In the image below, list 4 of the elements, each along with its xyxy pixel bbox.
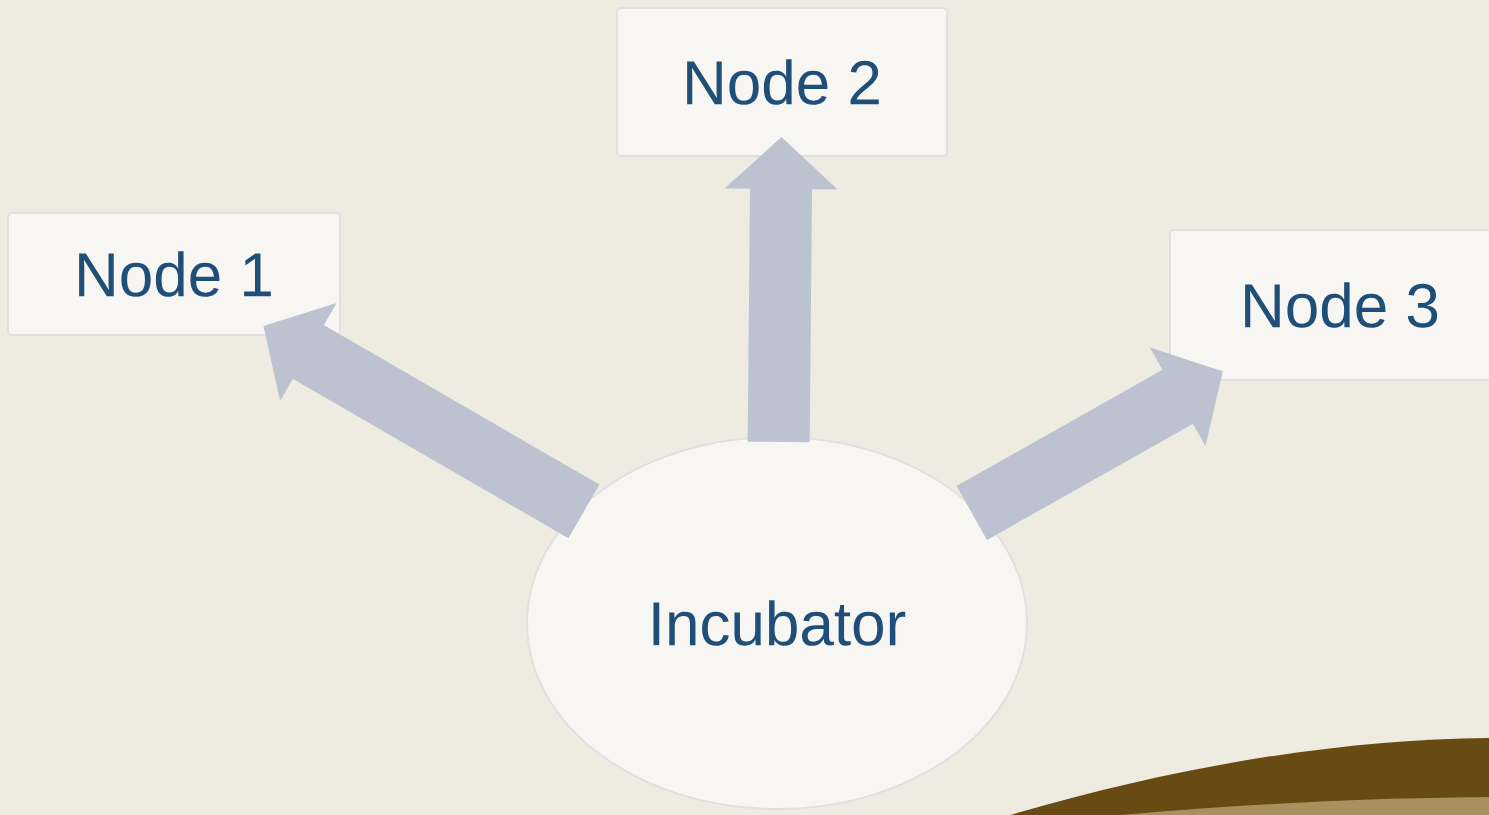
process-box: Node 3 xyxy=(1169,229,1489,381)
process-box: Node 2 xyxy=(616,7,948,157)
process-box: Node 1 xyxy=(7,212,341,336)
ellipse-node: Incubator xyxy=(526,436,1028,810)
